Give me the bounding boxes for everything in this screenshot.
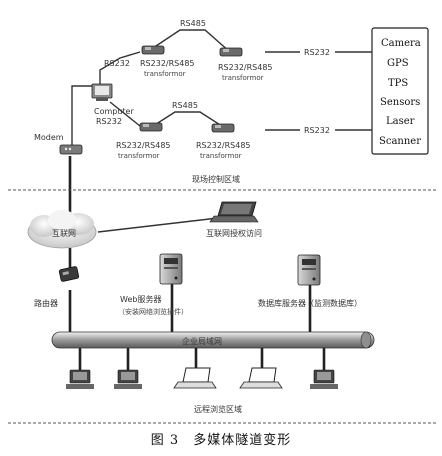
desktop-client-2-icon (114, 369, 142, 389)
converter-2b (211, 123, 235, 133)
rs232-label-right-2: RS232 (304, 126, 330, 135)
sensor-item-sensors: Sensors (380, 97, 420, 108)
sensor-item-tps: TPS (388, 78, 408, 89)
sensor-item-scanner: Scanner (379, 136, 421, 147)
database-server-icon (297, 254, 321, 286)
router-label: 路由器 (34, 298, 58, 308)
sensor-item-laser: Laser (386, 116, 415, 127)
laptop-icon (209, 201, 259, 223)
converter-2a-sublabel: transformor (118, 152, 160, 160)
converter-2a (139, 122, 163, 132)
converter-2b-sublabel: transformor (200, 152, 242, 160)
internet-label: 互联网 (52, 229, 76, 238)
modem-icon (59, 144, 83, 155)
computer-icon (91, 83, 113, 101)
field-control-zone-label: 现场控制区域 (192, 174, 240, 184)
rs232-label-computer: RS232 (96, 117, 122, 126)
converter-1a-sublabel: transformor (144, 70, 186, 78)
converter-1b (219, 47, 243, 57)
router-icon (58, 266, 80, 282)
figure-caption: 图 3 多媒体隧道变形 (150, 433, 292, 448)
sensor-item-gps: GPS (387, 58, 409, 69)
computer-label: Computer (94, 107, 134, 116)
rs232-label-top: RS232 (104, 59, 130, 68)
sensor-box (371, 27, 429, 155)
cloud-to-laptop-line (97, 217, 219, 233)
converter-1b-sublabel: transformor (222, 74, 264, 82)
client-drops (78, 348, 326, 370)
lan-label: 企业局域网 (182, 336, 222, 346)
laptop-client-3-icon (173, 367, 217, 389)
lan-bus (51, 331, 375, 349)
converter-2a-label: RS232/RS485 (116, 141, 171, 150)
converter-2b-label: RS232/RS485 (196, 141, 251, 150)
database-server-label: 数据库服务器（监测数据库） (258, 298, 362, 308)
rs485-label-1: RS485 (180, 19, 206, 28)
modem-label: Modem (34, 133, 64, 142)
rs485-label-2: RS485 (172, 101, 198, 110)
desktop-client-1-icon (66, 369, 94, 389)
authorized-access-label: 互联网授权访问 (206, 228, 262, 238)
converter-1a-label: RS232/RS485 (140, 59, 195, 68)
sensor-item-camera: Camera (381, 38, 421, 49)
web-server-icon (159, 253, 183, 285)
remote-browse-zone-label: 远程浏览区域 (194, 404, 242, 414)
internet-cloud-icon (27, 210, 97, 249)
rs232-label-right-1: RS232 (304, 48, 330, 57)
web-server-sublabel: （安装网络浏览插件） (118, 307, 188, 316)
converter-1b-label: RS232/RS485 (218, 63, 273, 72)
web-server-label: Web服务器 (120, 294, 161, 304)
laptop-client-4-icon (239, 367, 283, 389)
desktop-client-5-icon (310, 369, 338, 389)
converter-1a (141, 45, 165, 55)
